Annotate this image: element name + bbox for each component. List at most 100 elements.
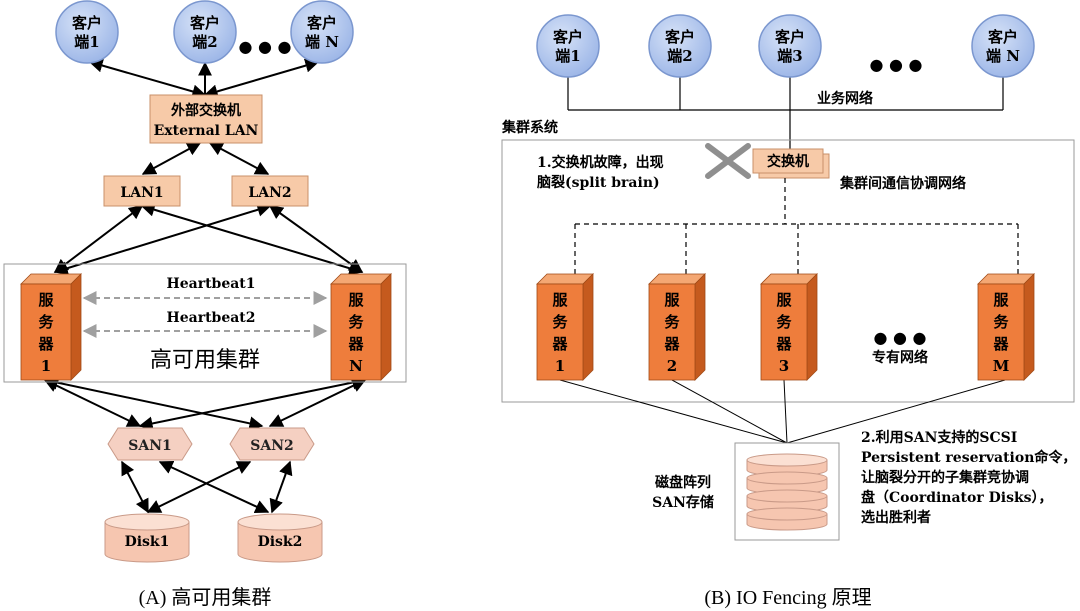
coord-network-label: 集群间通信协调网络 (839, 175, 966, 192)
coord-network-dashed (574, 178, 1019, 277)
server-char: 服 (552, 291, 568, 309)
server-char: 务 (993, 313, 1009, 331)
server-char: 器 (37, 335, 54, 353)
link-lan2-server1 (53, 203, 272, 275)
link-san2-disk2 (269, 460, 293, 514)
link-san1-disk1 (121, 460, 149, 514)
ha-cluster-label: 高可用集群 (150, 348, 260, 373)
right-server-M: 服 务 器 M (977, 273, 1035, 381)
server-char: 1 (41, 357, 51, 375)
link-lan1-server1 (53, 205, 144, 273)
san1-switch: SAN1 (107, 427, 193, 461)
client-label-line2: 端2 (667, 47, 692, 65)
san-links (559, 379, 1006, 444)
server-char: 服 (348, 291, 364, 309)
client-label-line1: 客户 (774, 28, 805, 46)
storage-label-line2: SAN存储 (652, 494, 714, 511)
heartbeat1-label: Heartbeat1 (166, 276, 255, 292)
link-san2-disk1 (146, 461, 252, 513)
left-server-1: 服 务 器 1 (20, 273, 82, 381)
right-server-1: 服 务 器 1 (536, 273, 594, 381)
note1-line1: 1.交换机故障，出现 (537, 154, 664, 171)
link-ext-client1 (88, 58, 207, 99)
right-client-2: 客户 端2 (648, 14, 712, 78)
link-ext-clientN (203, 58, 320, 99)
server-char: 服 (776, 291, 792, 309)
switch-label: 交换机 (767, 153, 809, 170)
heartbeat2-label: Heartbeat2 (166, 310, 255, 326)
server-char: 器 (992, 335, 1009, 353)
link-lan1-serverN (140, 202, 364, 276)
right-servers-ellipsis: ● ● ● (873, 328, 926, 347)
storage-array (734, 442, 840, 541)
note1-line2: 脑裂(split brain) (537, 174, 660, 191)
left-server-N: 服 务 器 N (330, 273, 392, 381)
lan1-box: LAN1 (103, 175, 181, 207)
server-char: 务 (348, 313, 364, 331)
link-ext-lan2 (208, 142, 270, 175)
caption-b: (B) IO Fencing 原理 (704, 587, 871, 609)
server-char: 务 (38, 313, 54, 331)
lan2-label: LAN2 (248, 185, 291, 201)
server-char: 2 (667, 357, 677, 375)
server-char: 服 (993, 291, 1009, 309)
link-server1-san1 (43, 379, 142, 427)
external-switch-line1: 外部交换机 (171, 102, 241, 119)
business-network-label: 业务网络 (817, 90, 873, 107)
client-label-line2: 端 N (305, 33, 339, 51)
disk-stack-icon (746, 453, 828, 531)
right-client-1: 客户 端1 (536, 14, 600, 78)
client-label-line1: 客户 (664, 28, 695, 46)
right-client-N: 客户 端 N (971, 14, 1035, 78)
server-char: N (349, 357, 363, 375)
client-label-line1: 客户 (552, 28, 583, 46)
private-network-label: 专有网络 (872, 349, 928, 366)
note2-line4: 盘（Coordinator Disks）， (861, 489, 1053, 506)
right-server-3: 服 务 器 3 (760, 273, 818, 381)
client-label-line2: 端1 (74, 33, 99, 51)
failed-switch: 交换机 (705, 143, 830, 179)
server-char: 服 (664, 291, 680, 309)
client-label-line1: 客户 (71, 14, 102, 32)
failure-x-icon (705, 143, 751, 179)
caption-a: (A) 高可用集群 (139, 586, 272, 609)
client-label-line2: 端1 (555, 47, 580, 65)
server-char: 器 (347, 335, 364, 353)
server-char: 3 (779, 357, 789, 375)
san2-switch: SAN2 (229, 427, 315, 461)
san2-label: SAN2 (250, 438, 294, 454)
left-client-N: 客户 端 N (290, 0, 354, 64)
client-label-line2: 端3 (777, 47, 802, 65)
cluster-system-label: 集群系统 (501, 119, 558, 136)
client-label-line2: 端 N (986, 47, 1020, 65)
ha-cluster-boundary (3, 263, 407, 383)
left-clients-ellipsis: ● ● ● (238, 37, 291, 56)
left-client-1: 客户 端1 (55, 0, 119, 64)
storage-label-line1: 磁盘阵列 (655, 474, 711, 491)
link-lan2-serverN (268, 205, 364, 273)
server-char: 器 (775, 335, 792, 353)
cluster-system-boundary (501, 139, 1075, 403)
client-label-line1: 客户 (306, 14, 337, 32)
disk2: Disk2 (237, 513, 323, 563)
right-client-3: 客户 端3 (758, 14, 822, 78)
external-switch: 外部交换机 External LAN (149, 94, 263, 144)
server-char: 1 (555, 357, 565, 375)
client-label-line2: 端2 (192, 33, 217, 51)
right-server-2: 服 务 器 2 (648, 273, 706, 381)
san1-label: SAN1 (128, 438, 172, 454)
server-char: 服 (38, 291, 54, 309)
link-serverN-san1 (138, 375, 367, 431)
server-char: 务 (776, 313, 792, 331)
right-clients-ellipsis: ● ● ● (869, 55, 922, 74)
disk1: Disk1 (104, 513, 190, 563)
lan1-label: LAN1 (120, 185, 163, 201)
server-char: M (993, 357, 1010, 375)
note2-line2: Persistent reservation命令， (861, 449, 1076, 466)
client-label-line1: 客户 (987, 28, 1018, 46)
note2-line3: 让脑裂分开的子集群竞协调 (861, 469, 1029, 486)
link-ext-lan1 (141, 142, 202, 175)
link-server1-san2 (43, 375, 264, 431)
panel-a: 客户 端1 客户 端2 ● ● ● 客户 端 N 外部交换机 External … (3, 0, 407, 609)
external-switch-line2: External LAN (154, 123, 259, 139)
